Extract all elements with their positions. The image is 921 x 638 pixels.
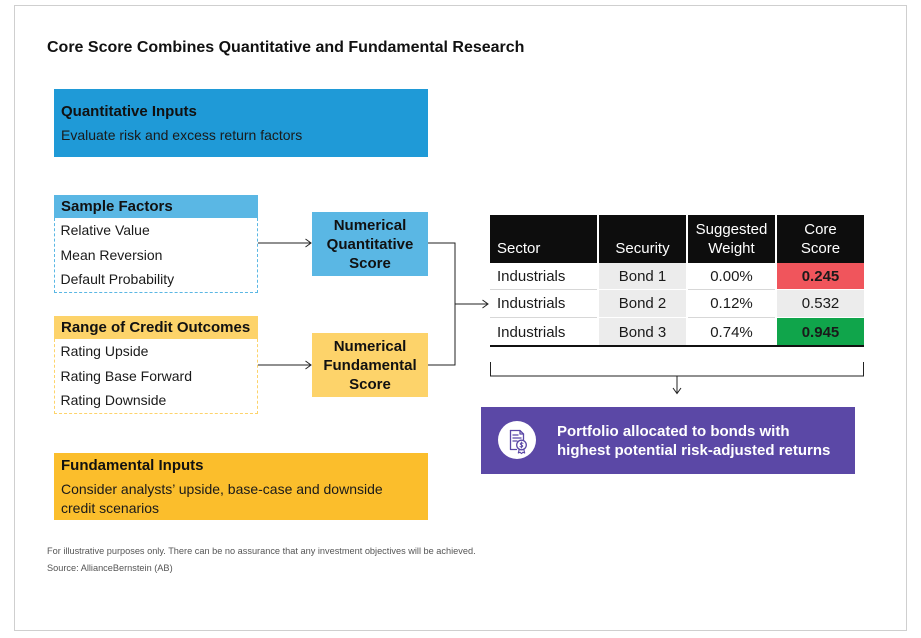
fundamental-inputs-text: Consider analysts’ upside, base-case and… (61, 480, 383, 518)
portfolio-result-text: Portfolio allocated to bonds with highes… (557, 407, 830, 474)
column-header-sector: Sector (490, 215, 597, 263)
cell-core-score: 0.945 (777, 318, 864, 346)
certificate-icon (498, 421, 536, 459)
footnotes: For illustrative purposes only. There ca… (47, 543, 476, 577)
credit-outcome-item: Rating Downside (60, 392, 167, 408)
sample-factor-item: Mean Reversion (60, 246, 163, 263)
sample-factors-list: Relative Value Mean Reversion Default Pr… (54, 218, 258, 293)
column-header-suggested-weight: Suggested Weight (688, 215, 775, 263)
fundamental-score-line: Numerical (333, 337, 407, 355)
quantitative-inputs-text: Evaluate risk and excess return factors (61, 126, 303, 143)
column-header-security: Security (599, 215, 686, 263)
fundamental-inputs-heading: Fundamental Inputs (61, 457, 204, 474)
cell-security: Bond 1 (599, 263, 686, 290)
cell-suggested-weight: 0.00% (688, 263, 775, 290)
numerical-quantitative-score-box: Numerical Quantitative Score (312, 212, 428, 276)
figure-frame (14, 5, 907, 631)
fundamental-inputs-box: Fundamental Inputs Consider analysts’ up… (54, 453, 428, 520)
cell-security: Bond 2 (599, 290, 686, 318)
sample-factor-item: Default Probability (60, 271, 175, 287)
sample-factors-heading: Sample Factors (54, 195, 258, 218)
result-text-line: Portfolio allocated to bonds with (557, 422, 790, 440)
column-header-label: Score (800, 240, 841, 257)
credit-outcomes-heading: Range of Credit Outcomes (54, 316, 258, 339)
certificate-icon-graphic (498, 421, 536, 459)
quantitative-inputs-heading: Quantitative Inputs (61, 103, 197, 120)
quantitative-score-line: Numerical (333, 216, 407, 234)
cell-core-score: 0.532 (777, 290, 864, 318)
column-header-label: Suggested (695, 221, 768, 238)
disclaimer-note: For illustrative purposes only. There ca… (47, 545, 476, 556)
cell-suggested-weight: 0.12% (688, 290, 775, 318)
cell-security: Bond 3 (599, 318, 686, 346)
cell-suggested-weight: 0.74% (710, 323, 753, 341)
credit-outcomes-list: Rating Upside Rating Base Forward Rating… (54, 339, 258, 414)
column-header-label: Sector (497, 240, 541, 257)
credit-outcome-item: Rating Upside (60, 343, 149, 359)
column-header-core-score: Core Score (777, 215, 864, 263)
cell-sector: Industrials (490, 263, 597, 290)
column-header-label: Weight (708, 240, 755, 257)
fundamental-score-line: Score (349, 375, 391, 393)
credit-outcome-item: Rating Base Forward (60, 367, 193, 384)
cell-sector: Industrials (497, 323, 566, 341)
quantitative-score-line: Quantitative (326, 235, 414, 253)
fundamental-inputs-text-line: Consider analysts’ upside, base-case and… (61, 480, 383, 497)
result-text-line: highest potential risk-adjusted returns (557, 441, 831, 459)
cell-core-score: 0.245 (777, 263, 864, 290)
core-score-table: Sector Security Suggested Weight Core Sc… (490, 215, 864, 346)
column-header-label: Security (615, 240, 670, 257)
column-header-label: Core (804, 221, 837, 238)
page-title: Core Score Combines Quantitative and Fun… (47, 39, 525, 56)
sample-factor-item: Relative Value (60, 222, 150, 238)
quantitative-inputs-box: Quantitative Inputs Evaluate risk and ex… (54, 89, 428, 157)
quantitative-score-line: Score (349, 254, 391, 272)
numerical-fundamental-score-box: Numerical Fundamental Score (312, 333, 428, 397)
table-bottom-rule (490, 345, 864, 347)
cell-sector: Industrials (490, 290, 597, 318)
fundamental-score-line: Fundamental (323, 356, 417, 374)
fundamental-inputs-text-line: credit scenarios (61, 499, 160, 516)
source-note: Source: AllianceBernstein (AB) (47, 562, 173, 573)
portfolio-result-box: Portfolio allocated to bonds with highes… (481, 407, 855, 474)
